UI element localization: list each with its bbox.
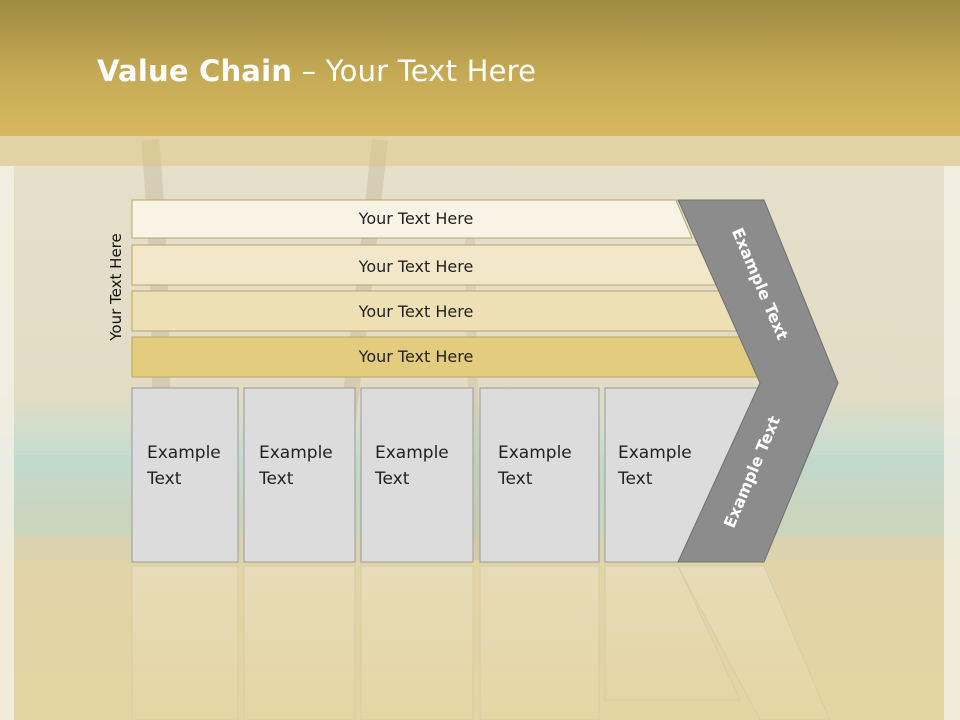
primary-box-3 [360,387,474,563]
primary-box-4-line2: Text [498,469,533,489]
primary-box-4-line1: Example [498,443,572,463]
support-bar-2-label: Your Text Here [358,257,474,276]
primary-box-4 [479,387,600,563]
support-bar-3-label: Your Text Here [358,302,474,321]
primary-box-1-line1: Example [147,443,221,463]
support-bar-1-label: Your Text Here [358,209,474,228]
primary-box-5-line2: Text [618,469,653,489]
title-banner-strip [0,136,960,166]
primary-box-3-line2: Text [375,469,410,489]
slide-title-rest: – Your Text Here [292,54,537,88]
primary-box-5-line1: Example [618,443,692,463]
margin-chevron [677,199,839,563]
title-banner [0,0,960,136]
primary-box-2-line1: Example [259,443,333,463]
primary-box-3-line1: Example [375,443,449,463]
primary-box-2 [243,387,356,563]
slide-title-bold: Value Chain [97,54,293,88]
primary-box-1-line2: Text [147,469,182,489]
support-bar-4-label: Your Text Here [358,347,474,366]
primary-box-1 [131,387,239,563]
support-bar-1 [131,199,693,239]
primary-box-2-line2: Text [259,469,294,489]
slide-title: Value Chain – Your Text Here [97,54,536,88]
